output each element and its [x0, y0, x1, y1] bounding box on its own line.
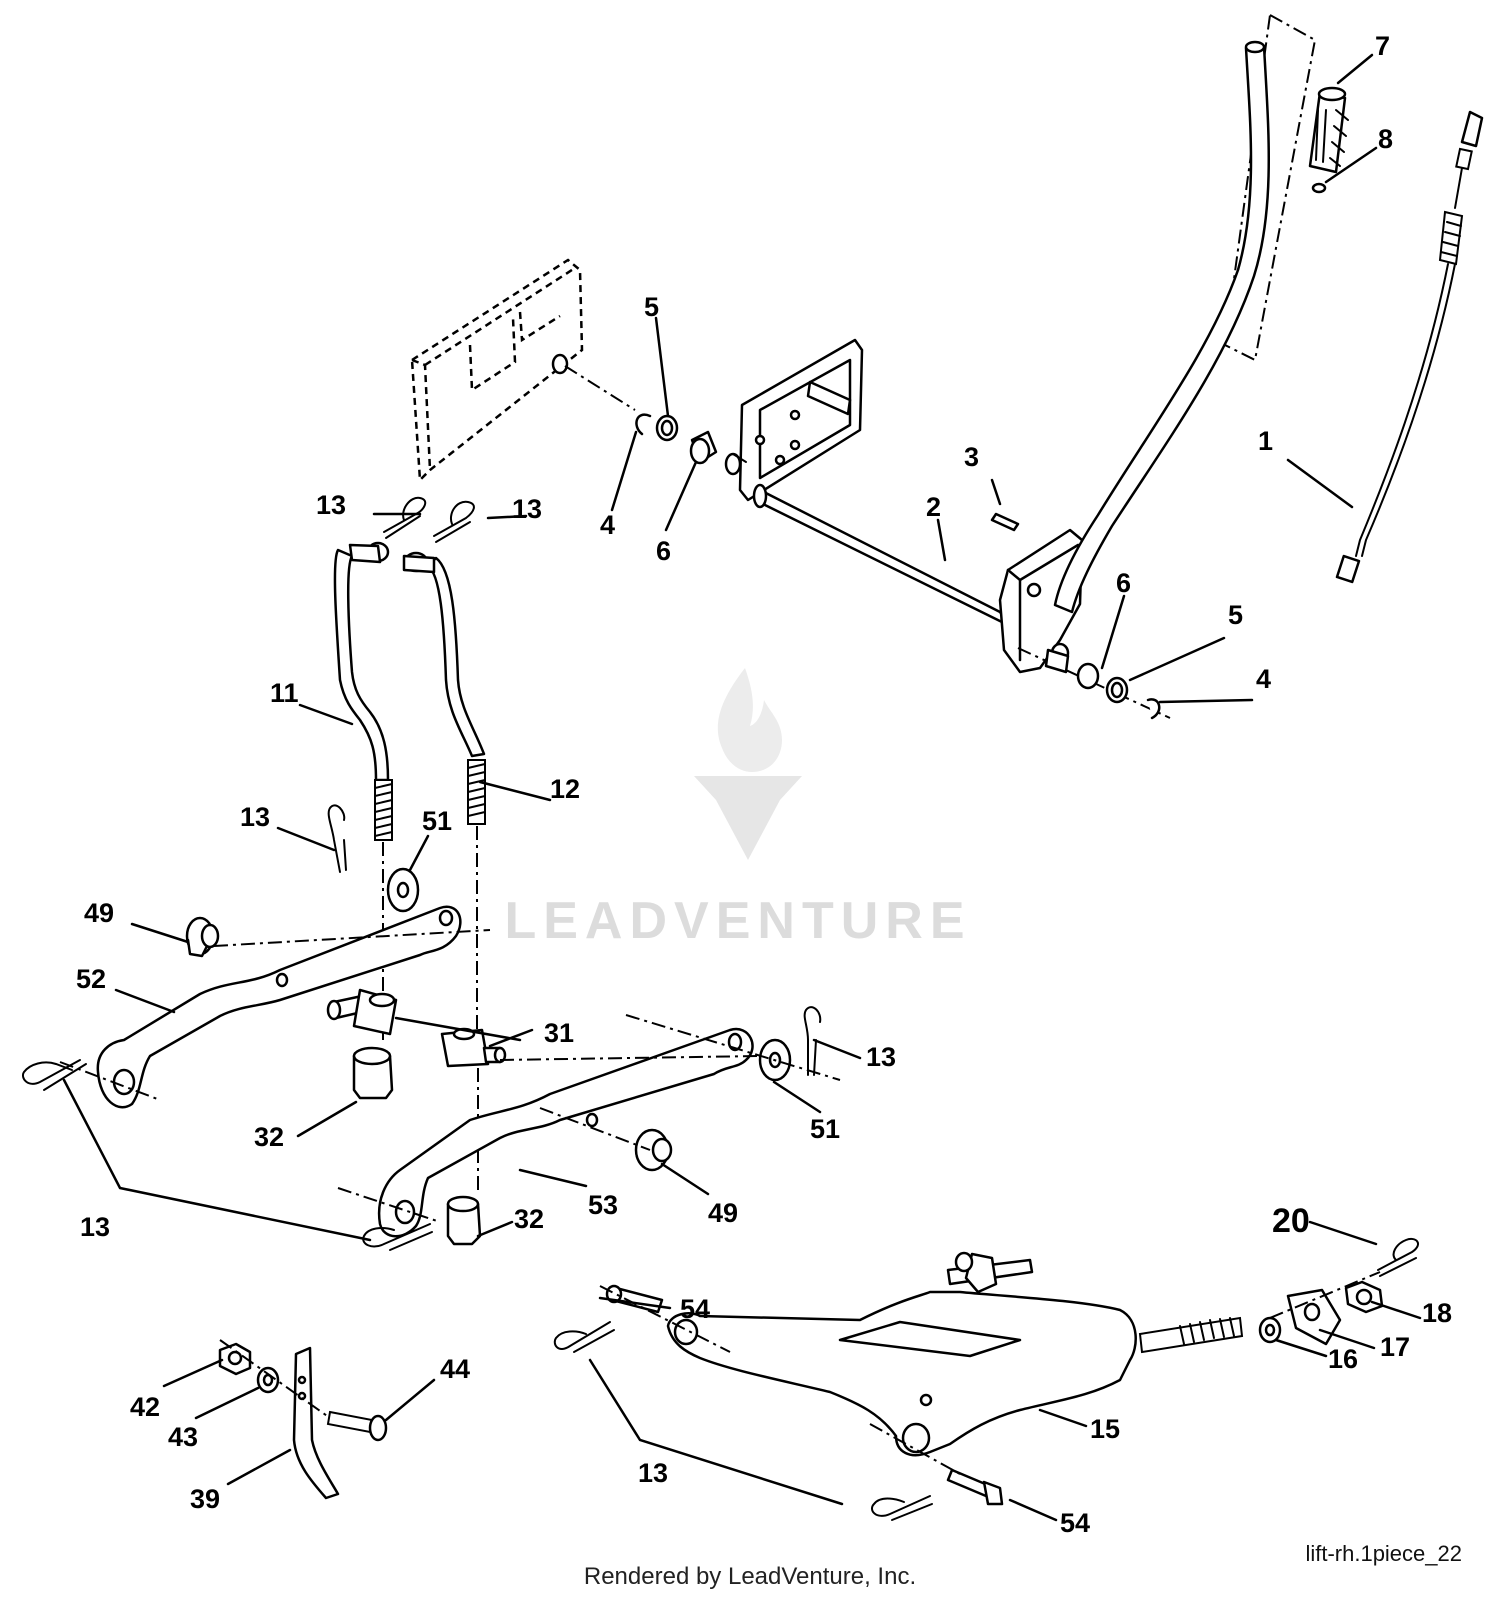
callout-5a: 5 [644, 292, 659, 322]
centerline-hardware [219, 1339, 331, 1419]
part-44-bolt [326, 1410, 388, 1442]
callout-7: 7 [1375, 31, 1390, 61]
part-16-washer [1258, 1316, 1282, 1344]
centerline-52 [59, 1061, 161, 1101]
callout-39: 39 [190, 1484, 220, 1514]
callout-13e: 13 [80, 1212, 110, 1242]
part-18-nut [1344, 1280, 1384, 1314]
hairpin-clip-13-left-arm [22, 1059, 87, 1091]
frame-bracket-phantom [410, 258, 636, 483]
callout-3: 3 [964, 442, 979, 472]
callout-49b: 49 [708, 1198, 738, 1228]
centerline-53-bottom [337, 1187, 441, 1223]
centerline-31 [499, 1055, 761, 1061]
callout-18: 18 [1422, 1298, 1452, 1328]
hairpin-clip-13-right-arm [362, 1223, 433, 1251]
callout-54b: 54 [1060, 1508, 1090, 1538]
retaining-hardware-upper [635, 413, 718, 465]
callout-51a: 51 [422, 806, 452, 836]
hairpin-clip-13-plate-upper [553, 1321, 615, 1353]
part-8-cap [1311, 182, 1327, 194]
centerline-54-lower [869, 1423, 961, 1475]
part-11-lift-link [333, 541, 393, 841]
callout-13f: 13 [638, 1458, 668, 1488]
hairpin-clip-13-upper-right [433, 500, 475, 543]
part-32-nut-left [352, 1046, 394, 1100]
part-7-grip [1308, 86, 1349, 174]
callout-49a: 49 [84, 898, 114, 928]
centerline-54-upper [599, 1285, 731, 1353]
callout-31: 31 [544, 1018, 574, 1048]
centerline-53-top [625, 1014, 841, 1081]
watermark-logo-icon [694, 668, 802, 860]
callout-54a: 54 [680, 1294, 710, 1324]
callout-43: 43 [168, 1422, 198, 1452]
part-42-nut [218, 1342, 252, 1376]
hairpin-clip-13-upper-left [383, 496, 427, 539]
callout-6b: 6 [1116, 568, 1131, 598]
part-32-nut-right [446, 1195, 482, 1246]
part-3-key [990, 512, 1020, 532]
callout-17: 17 [1380, 1332, 1410, 1362]
callout-51b: 51 [810, 1114, 840, 1144]
part-53-lift-arm [377, 1027, 754, 1238]
part-43-washer [256, 1366, 280, 1394]
callout-4b: 4 [1256, 664, 1271, 694]
part-12-lift-link [402, 551, 486, 825]
part-1-cable [1335, 110, 1484, 584]
part-20-hairpin-clip [1377, 1238, 1419, 1277]
figure-reference: lift-rh.1piece_22 [1305, 1541, 1462, 1566]
hairpin-clip-13-mid-left [327, 804, 347, 873]
callout-13b: 13 [512, 494, 542, 524]
part-51-washer-left [386, 867, 420, 913]
part-15-lift-plate [666, 1290, 1137, 1457]
callout-16: 16 [1328, 1344, 1358, 1374]
part-15-adjust-rod [1138, 1316, 1244, 1354]
callout-52: 52 [76, 964, 106, 994]
callout-12: 12 [550, 774, 580, 804]
callout-11: 11 [270, 678, 299, 708]
watermark-text: LEADVENTURE [504, 892, 971, 950]
callout-13c: 13 [240, 802, 270, 832]
lift-handle-tube [1053, 40, 1270, 614]
centerline-49 [213, 929, 491, 947]
callout-2: 2 [926, 492, 941, 522]
callout-13a: 13 [316, 490, 346, 520]
leader-lines [62, 53, 1422, 1522]
part-49-bushing-right [634, 1128, 673, 1172]
part-2-lift-shaft [724, 338, 1084, 674]
hairpin-clip-13-mid-right [803, 1006, 822, 1076]
part-54-pin-lower [946, 1468, 1004, 1506]
callout-32a: 32 [254, 1122, 284, 1152]
part-31-trunnion-left [326, 988, 398, 1036]
callout-5b: 5 [1228, 600, 1243, 630]
callout-53: 53 [588, 1190, 618, 1220]
part-49-bushing-left [185, 916, 220, 958]
part-17-clevis [1286, 1288, 1342, 1346]
centerline-53-mid [539, 1107, 651, 1151]
callout-6a: 6 [656, 536, 671, 566]
centerline-clevis [1269, 1271, 1381, 1319]
callout-20: 20 [1272, 1202, 1310, 1240]
callout-15: 15 [1090, 1414, 1120, 1444]
callout-8: 8 [1378, 124, 1393, 154]
callout-44: 44 [440, 1354, 470, 1384]
rendered-by-footer: Rendered by LeadVenture, Inc. [583, 1563, 917, 1590]
retaining-hardware-lower [1017, 647, 1171, 720]
callout-4a: 4 [600, 510, 615, 540]
part-52-lift-arm [96, 905, 462, 1109]
hairpin-clip-13-plate-lower [871, 1495, 933, 1521]
callout-13d: 13 [866, 1042, 896, 1072]
callout-32b: 32 [514, 1204, 544, 1234]
callout-1: 1 [1258, 426, 1273, 456]
handle-phantom [1223, 13, 1317, 362]
callout-labels: 7 8 1 3 2 5 4 6 6 5 4 13 13 11 12 13 51 … [76, 31, 1452, 1538]
part-15-adjust-rod-upper [946, 1251, 1034, 1294]
callout-42: 42 [130, 1392, 160, 1422]
